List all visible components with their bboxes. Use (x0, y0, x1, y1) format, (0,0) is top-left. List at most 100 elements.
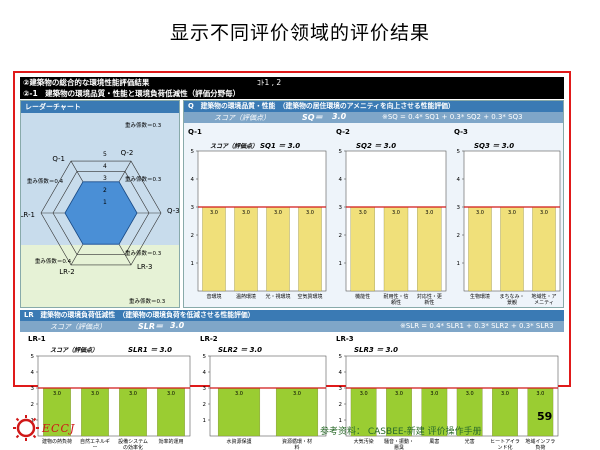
chart-bar (383, 206, 409, 292)
chart-ytick-label: 5 (31, 354, 35, 360)
chart-bar (266, 206, 290, 292)
chart-ytick-label: 2 (31, 402, 35, 408)
chart-ytick-label: 3 (31, 386, 35, 392)
radar-axis-label: Q-1 (52, 155, 65, 163)
chart-score: SQ1 ＝ 3.0 (260, 142, 300, 150)
chart-category-label: の効率化 (123, 444, 143, 450)
chart-bar-value: 3.0 (425, 210, 433, 216)
radar-weight-label: 重み係数＝0.4 (27, 177, 64, 185)
chart-bar-value: 3.0 (430, 391, 438, 397)
chart-score: SLR1 ＝ 3.0 (128, 346, 172, 354)
chart-bar (500, 206, 524, 292)
chart-ytick-label: 1 (203, 418, 207, 424)
chart-bar (217, 387, 261, 437)
chart-ytick-label: 3 (339, 386, 343, 392)
chart-ytick-label: 1 (191, 261, 195, 267)
chart-bar (386, 387, 412, 437)
chart-bar-value: 3.0 (508, 210, 516, 216)
chart-score-label: スコア（評価点） (210, 142, 258, 150)
lr-section-title: LR 建築物の環境負荷低減性 （建築物の環境負荷を低減させる性能評価） (20, 310, 564, 321)
chart-category-label: 新性 (424, 299, 434, 306)
chart-ytick-label: 1 (339, 418, 343, 424)
q-section: Q 建築物の環境品質・性能 （建築物の居住環境のアメニティを向上させる性能評価）… (183, 100, 564, 308)
chart-bar-value: 3.0 (466, 391, 474, 397)
chart-category-label: 設備システム (118, 438, 148, 445)
chart-score: SLR3 ＝ 3.0 (354, 346, 398, 354)
chart-category-label: 騒音・振動・ (384, 438, 414, 445)
chart-bar-value: 3.0 (501, 391, 509, 397)
chart-ytick-label: 2 (203, 402, 207, 408)
chart-bar-value: 3.0 (167, 391, 175, 397)
chart-bar-value: 3.0 (540, 210, 548, 216)
chart-ytick-label: 5 (457, 149, 461, 155)
chart-bar (350, 206, 375, 292)
chart-bar (157, 387, 185, 437)
chart-bar-value: 3.0 (53, 391, 61, 397)
radar-weight-label: 重み係数＝0.4 (35, 257, 72, 265)
chart-ytick-label: 2 (339, 233, 343, 239)
q-score-value: 3.0 (332, 112, 347, 121)
chart-ytick-label: 3 (191, 205, 195, 211)
chart-category-label: ヒートアイラ (490, 439, 520, 445)
chart-bar (456, 387, 483, 437)
radar-lr-background (21, 245, 179, 307)
radar-data-area (64, 181, 138, 245)
chart-ytick-label: 4 (191, 177, 195, 183)
chart-title: Q-2 (336, 128, 350, 136)
chart-category-label: ー (92, 445, 97, 450)
chart-ytick-label: 4 (31, 370, 35, 376)
q-score-row: スコア（評価点） SQ＝ 3.0 ※SQ = 0.4* SQ1 + 0.3* S… (184, 112, 563, 123)
radar-axis-label: Q-3 (167, 207, 180, 215)
chart-score: SQ3 ＝ 3.0 (474, 142, 514, 150)
chart-category-label: 自然エネルギ (80, 438, 110, 445)
chart-category-label: 悪臭 (394, 444, 404, 450)
chart-ytick-label: 5 (203, 354, 207, 360)
q-section-title: Q 建築物の環境品質・性能 （建築物の居住環境のアメニティを向上させる性能評価） (184, 101, 563, 112)
chart-bar (527, 387, 554, 437)
chart-bar-value: 3.0 (392, 210, 400, 216)
chart-title: Q-3 (454, 128, 468, 136)
chart-ytick-label: 4 (339, 370, 343, 376)
chart-category-label: 風害 (429, 438, 439, 445)
chart-bar-value: 3.0 (306, 210, 314, 216)
radar-weight-label: 重み係数＝0.3 (125, 175, 162, 183)
sheet-header-1: ②建築物の総合的な環境性能評価結果 ｺﾄ1 , 2 (20, 77, 564, 88)
reference-note: 参考资料： CASBEE-新建 评价操作手册 (320, 427, 482, 437)
radar-axis-label: Q-2 (121, 149, 134, 157)
chart-bar (234, 206, 258, 292)
chart-score: SLR2 ＝ 3.0 (218, 346, 262, 354)
chart-bar-value: 3.0 (274, 210, 282, 216)
lr-score-symbol: SLR＝ (138, 322, 164, 331)
chart-category-label: 負荷 (535, 444, 545, 450)
chart-category-label: 地域性・ア (531, 293, 556, 300)
q-score-symbol: SQ＝ (302, 113, 323, 122)
chart-bar-value: 3.0 (359, 210, 367, 216)
chart-ytick-label: 3 (339, 205, 343, 211)
chart-category-label: 資源循環・材 (282, 438, 312, 445)
lr-score-row: スコア（評価点） SLR＝ 3.0 ※SLR = 0.4* SLR1 + 0.3… (20, 321, 564, 332)
chart-category-label: 料 (294, 444, 299, 450)
chart-bar-value: 3.0 (242, 210, 250, 216)
chart-ytick-label: 5 (191, 149, 195, 155)
chart-ytick-label: 2 (457, 233, 461, 239)
chart-bar-value: 3.0 (395, 391, 403, 397)
chart-bar-value: 3.0 (210, 210, 218, 216)
chart-bar (43, 387, 71, 437)
chart-category-label: 建物の熱負荷 (42, 438, 72, 445)
chart-bar-value: 3.0 (293, 391, 301, 397)
chart-category-label: 地域インフラ (525, 438, 555, 445)
chart-ytick-label: 2 (339, 402, 343, 408)
chart-category-label: 音環境 (206, 293, 221, 300)
lr-score-value: 3.0 (170, 321, 185, 330)
chart-ytick-label: 1 (339, 261, 343, 267)
radar-ring-label: 5 (103, 151, 107, 158)
radar-axis-label: LR-1 (21, 211, 35, 219)
